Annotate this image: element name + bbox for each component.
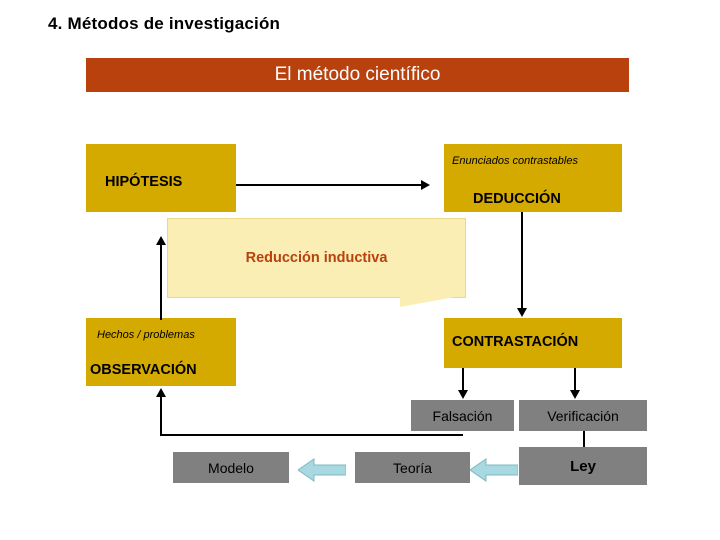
- callout-text: Reducción inductiva: [245, 250, 388, 266]
- arrow-deduccion-to-contrastacion-head: [517, 308, 527, 317]
- node-hipotesis: [86, 144, 236, 212]
- node-enunciados-label: Enunciados contrastables: [452, 155, 578, 167]
- node-falsacion: Falsación: [411, 400, 514, 431]
- node-hipotesis-label: HIPÓTESIS: [105, 174, 183, 190]
- banner: El método científico: [86, 58, 629, 92]
- arrow-contrastacion-to-falsacion-head: [458, 390, 468, 399]
- node-observacion-label: OBSERVACIÓN: [90, 362, 197, 378]
- arrow-bottom-to-observacion-head: [156, 388, 166, 397]
- arrow-bottom-to-observacion: [160, 434, 463, 436]
- arrow-verificacion-to-ley: [583, 431, 585, 447]
- node-observacion: [86, 318, 236, 386]
- node-teoria: Teoría: [355, 452, 470, 483]
- arrow-deduccion-to-contrastacion: [521, 212, 523, 310]
- arrow-hipotesis-to-deduccion: [236, 184, 422, 186]
- arrow-contrastacion-to-falsacion: [462, 368, 464, 392]
- callout-tail: [400, 295, 466, 307]
- node-contrastacion-label: CONTRASTACIÓN: [452, 334, 579, 350]
- node-verificacion: Verificación: [519, 400, 647, 431]
- callout-bubble: Reducción inductiva: [167, 218, 466, 298]
- node-ley: Ley: [519, 447, 647, 485]
- arrow-observacion-to-hipotesis: [160, 244, 162, 320]
- node-contrastacion: [444, 318, 622, 368]
- node-modelo: Modelo: [173, 452, 289, 483]
- node-deduccion: [444, 144, 622, 212]
- arrow-observacion-to-hipotesis-head: [156, 236, 166, 245]
- arrow-hipotesis-to-deduccion-head: [421, 180, 430, 190]
- node-deduccion-label: DEDUCCIÓN: [473, 191, 561, 207]
- block-arrow-ley-to-teoria: [470, 458, 518, 482]
- node-hechos-label: Hechos / problemas: [97, 329, 195, 341]
- page-title: 4. Métodos de investigación: [48, 14, 281, 33]
- arrow-contrastacion-to-verificacion: [574, 368, 576, 392]
- banner-title: El método científico: [274, 64, 441, 85]
- arrow-contrastacion-to-verificacion-head: [570, 390, 580, 399]
- arrow-bottom-riser: [160, 396, 162, 436]
- block-arrow-teoria-to-modelo: [298, 458, 346, 482]
